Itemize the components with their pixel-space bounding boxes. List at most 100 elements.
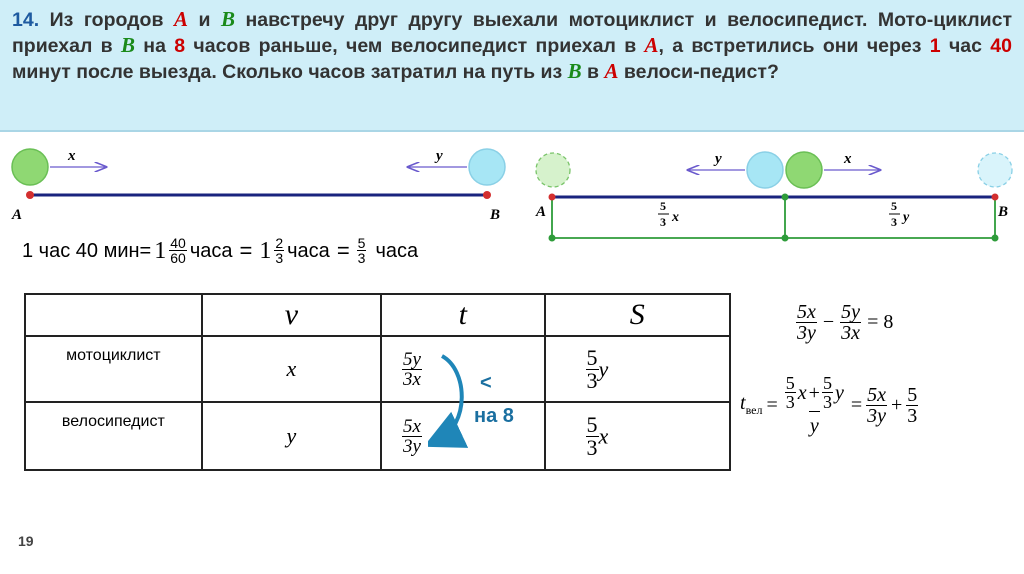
problem-number: 14. [12,9,40,31]
label-y: y [713,151,722,167]
problem-fragment: на [134,35,175,57]
plus: + [891,393,903,416]
city-b-label: B [220,7,235,31]
bicycle-circle [746,151,784,189]
frac-den: 3 [906,404,919,427]
frac-den: 60 [169,250,187,266]
equals: = [239,237,253,263]
frac-den: 3x [402,368,422,390]
frac-den: 3 [585,434,599,460]
seg-left-var: x [671,210,679,225]
minute-value: 40 [990,35,1012,57]
frac-num: 5x [403,415,421,437]
header-s: S [543,293,732,337]
bicycle-start-ghost [977,152,1013,188]
frac-den: 3y [402,435,422,457]
frac-den: 3 [585,367,599,393]
whole-1: 1 [154,237,167,264]
unit-hours: часа [375,239,419,262]
equals: = [766,393,778,416]
frac-num: 5 [822,373,832,393]
seg-right-den: 3 [891,215,897,229]
frac-num: 5 [907,383,918,406]
header-v: v [200,293,383,337]
hour-value: 1 [929,35,941,57]
conversion-lhs: 1 час 40 мин= [22,239,152,262]
unit-hours: часа [189,239,233,262]
problem-fragment: , а встретились они через [658,35,930,57]
frac-num: 5x [797,301,816,323]
frac-num: 5 [785,373,795,393]
label-x: x [67,148,76,164]
var-x: x [797,381,807,404]
point-a [548,193,556,201]
problem-banner: 14. Из городов A и B навстречу друг друг… [0,0,1024,132]
problem-fragment: в [581,61,605,83]
problem-fragment: навстречу друг другу выехали мотоциклист… [12,9,1013,57]
point-a-low [548,234,556,242]
frac-den: 3 [784,392,796,412]
city-a-label: A [604,59,619,83]
label-b: B [489,207,500,223]
problem-fragment: часов раньше, чем велосипедист приехал в [185,35,645,57]
frac-num: 5x [867,383,886,406]
page-number: 19 [18,533,34,549]
plus: + [808,381,820,404]
less-sign: < [480,372,492,394]
frac-den: 3 [356,250,367,266]
equals: = [850,393,863,416]
problem-fragment: велоси-педист? [618,61,779,83]
frac-num: 5y [403,348,421,370]
compare-arrow-icon [428,354,469,448]
frac-den: 3y [866,404,887,427]
city-b-label: B [120,33,135,57]
row-label-motorcyclist: мотоциклист [24,335,203,403]
table-corner [24,293,203,337]
t-subscript: вел [745,403,763,417]
city-b-label: B [567,59,582,83]
diagram-start: x y A B [11,148,506,223]
frac-den: 3 [821,392,833,412]
seg-right-num: 5 [891,199,897,213]
city-a-label: A [173,7,188,31]
header-t: t [380,293,546,337]
frac-num: 5y [841,301,861,323]
frac-den: 3y [796,322,817,344]
problem-fragment: Из городов [39,9,174,31]
motorcycle-start-ghost [535,152,571,188]
point-meet-low [781,234,789,242]
problem-text: 14. Из городов A и B навстречу друг друг… [12,7,1012,85]
problem-fragment: час [940,35,991,57]
seg-right-var: y [901,210,910,225]
diagram-meeting: y x A B 5 3 x 5 3 y [535,151,1013,242]
frac-num: 5 [586,411,598,437]
point-a [26,191,34,199]
label-x: x [843,151,852,167]
equals: = [336,237,350,263]
t-symbol: t [740,392,746,414]
bicycle-circle [468,148,506,186]
cell-v: y [200,401,383,471]
problem-fragment: и [187,9,221,31]
label-y: y [434,148,443,164]
frac-den: y [808,411,820,436]
rhs: = 8 [867,311,894,333]
minus: − [822,311,835,333]
frac-num: 5 [357,235,366,251]
cell-v: x [200,335,383,403]
whole-1: 1 [259,237,272,264]
label-a: A [535,204,546,220]
